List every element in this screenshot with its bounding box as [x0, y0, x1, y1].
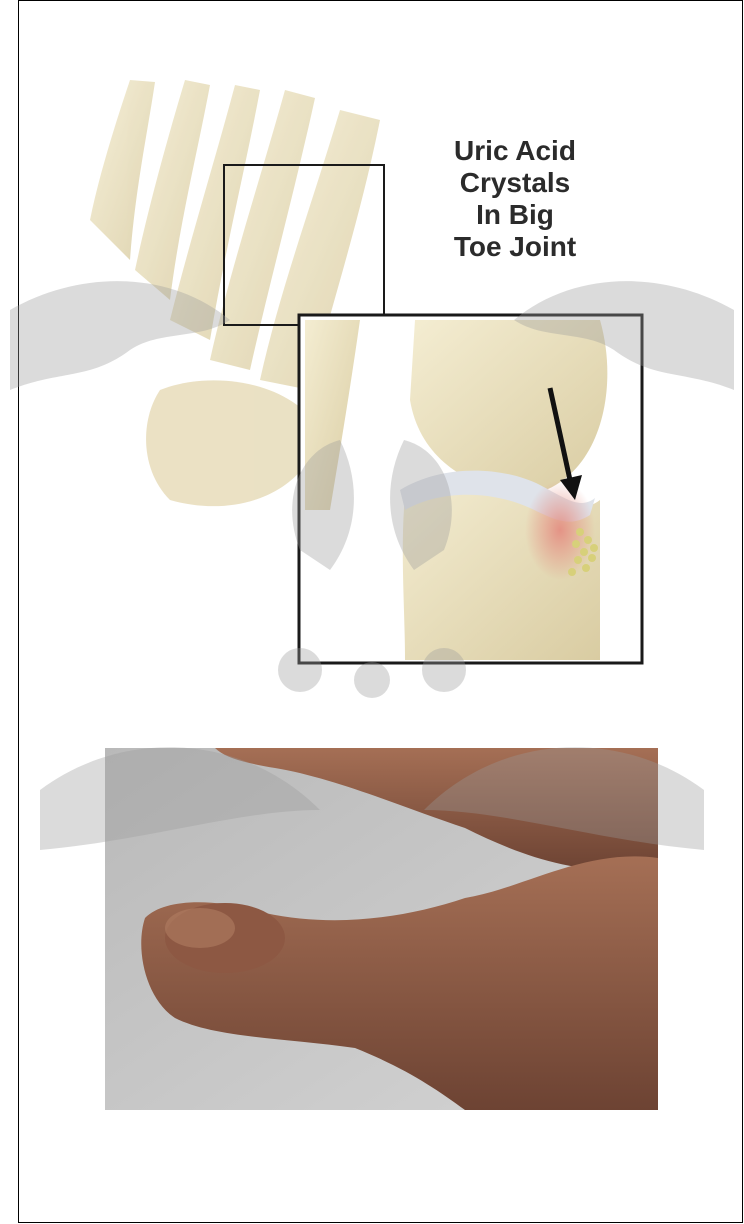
- caption-line: Crystals: [440, 167, 590, 199]
- gout-toe-photograph: [105, 748, 658, 1110]
- caption-line: In Big: [440, 199, 590, 231]
- caption-line: Uric Acid: [440, 135, 590, 167]
- caption-line: Toe Joint: [440, 231, 590, 263]
- caption-uric-acid-crystals: Uric Acid Crystals In Big Toe Joint: [440, 135, 590, 263]
